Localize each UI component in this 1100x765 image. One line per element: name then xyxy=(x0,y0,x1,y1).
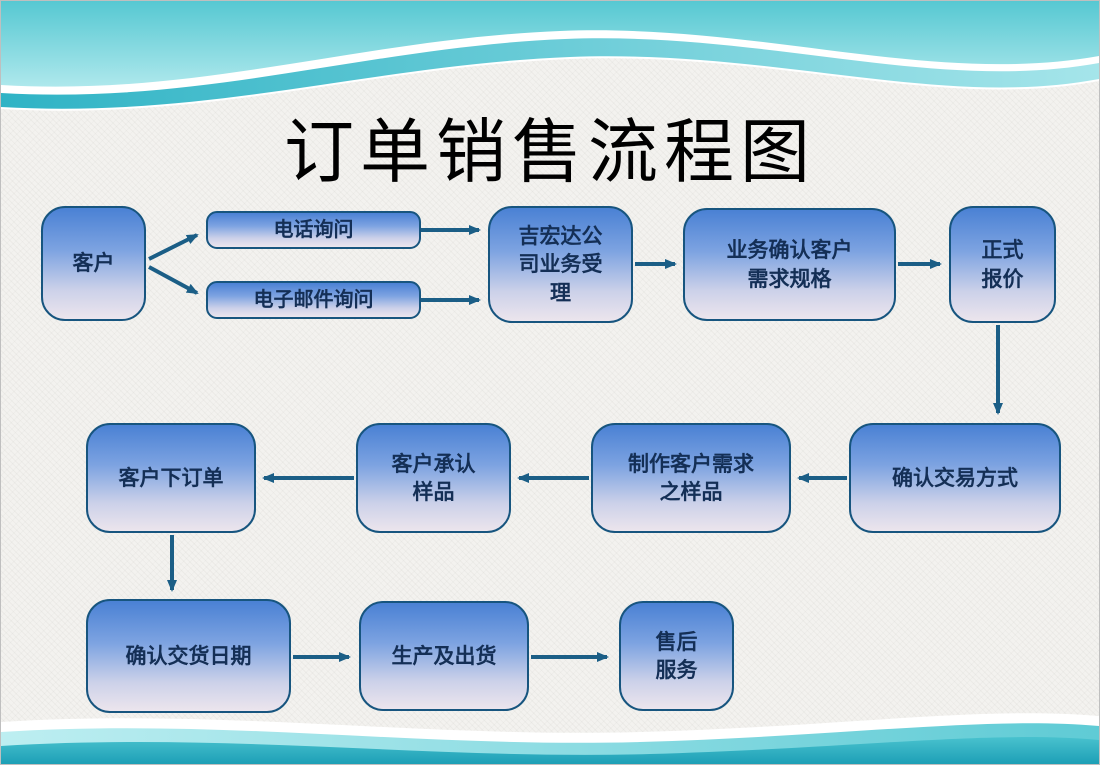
node-approve-sample: 客户承认 样品 xyxy=(356,423,511,533)
node-confirm-trade-method: 确认交易方式 xyxy=(849,423,1061,533)
node-after-sales: 售后 服务 xyxy=(619,601,734,711)
node-phone-inquiry: 电话询问 xyxy=(206,211,421,249)
node-formal-quote: 正式 报价 xyxy=(949,206,1056,323)
node-confirm-requirements: 业务确认客户 需求规格 xyxy=(683,208,896,321)
node-confirm-delivery-date: 确认交货日期 xyxy=(86,599,291,713)
arrow-customer-to-email-inquiry xyxy=(148,265,199,295)
node-production-shipment: 生产及出货 xyxy=(359,601,529,711)
node-company-accept: 吉宏达公 司业务受 理 xyxy=(488,206,633,323)
arrow-customer-to-phone-inquiry xyxy=(148,233,199,261)
top-wave-decoration xyxy=(1,1,1099,111)
slide-title: 订单销售流程图 xyxy=(284,115,816,192)
bottom-wave-decoration xyxy=(1,713,1099,764)
node-make-sample: 制作客户需求 之样品 xyxy=(591,423,791,533)
node-place-order: 客户下订单 xyxy=(86,423,256,533)
node-customer: 客户 xyxy=(41,206,146,321)
node-email-inquiry: 电子邮件询问 xyxy=(206,281,421,319)
